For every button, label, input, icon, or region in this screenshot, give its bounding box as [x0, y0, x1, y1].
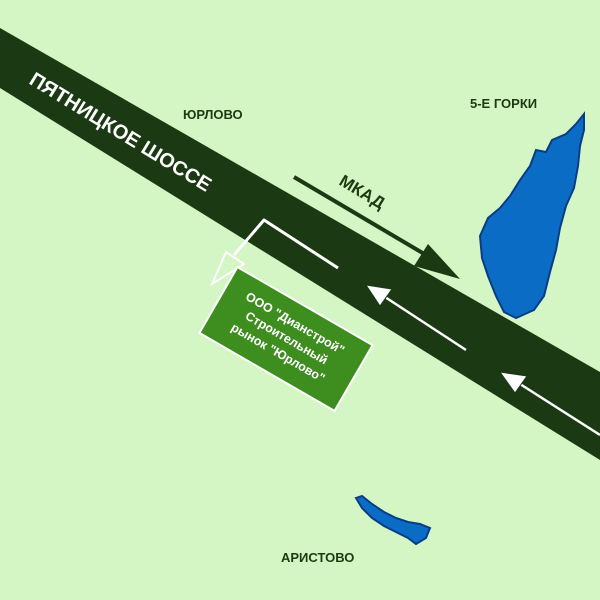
business-sign-box [198, 265, 374, 413]
turnoff-route-arrow [209, 218, 339, 287]
pond-aristovo [354, 494, 432, 546]
place-label-aristovo: АРИСТОВО [281, 550, 354, 565]
place-label-gorki: 5-Е ГОРКИ [470, 96, 537, 111]
lake-gorki [478, 111, 585, 320]
road-arrow-lower [498, 371, 600, 437]
mkad-direction-arrow [292, 175, 460, 279]
place-label-yurlovo: ЮРЛОВО [183, 107, 243, 122]
road-arrow-upper [364, 284, 467, 352]
